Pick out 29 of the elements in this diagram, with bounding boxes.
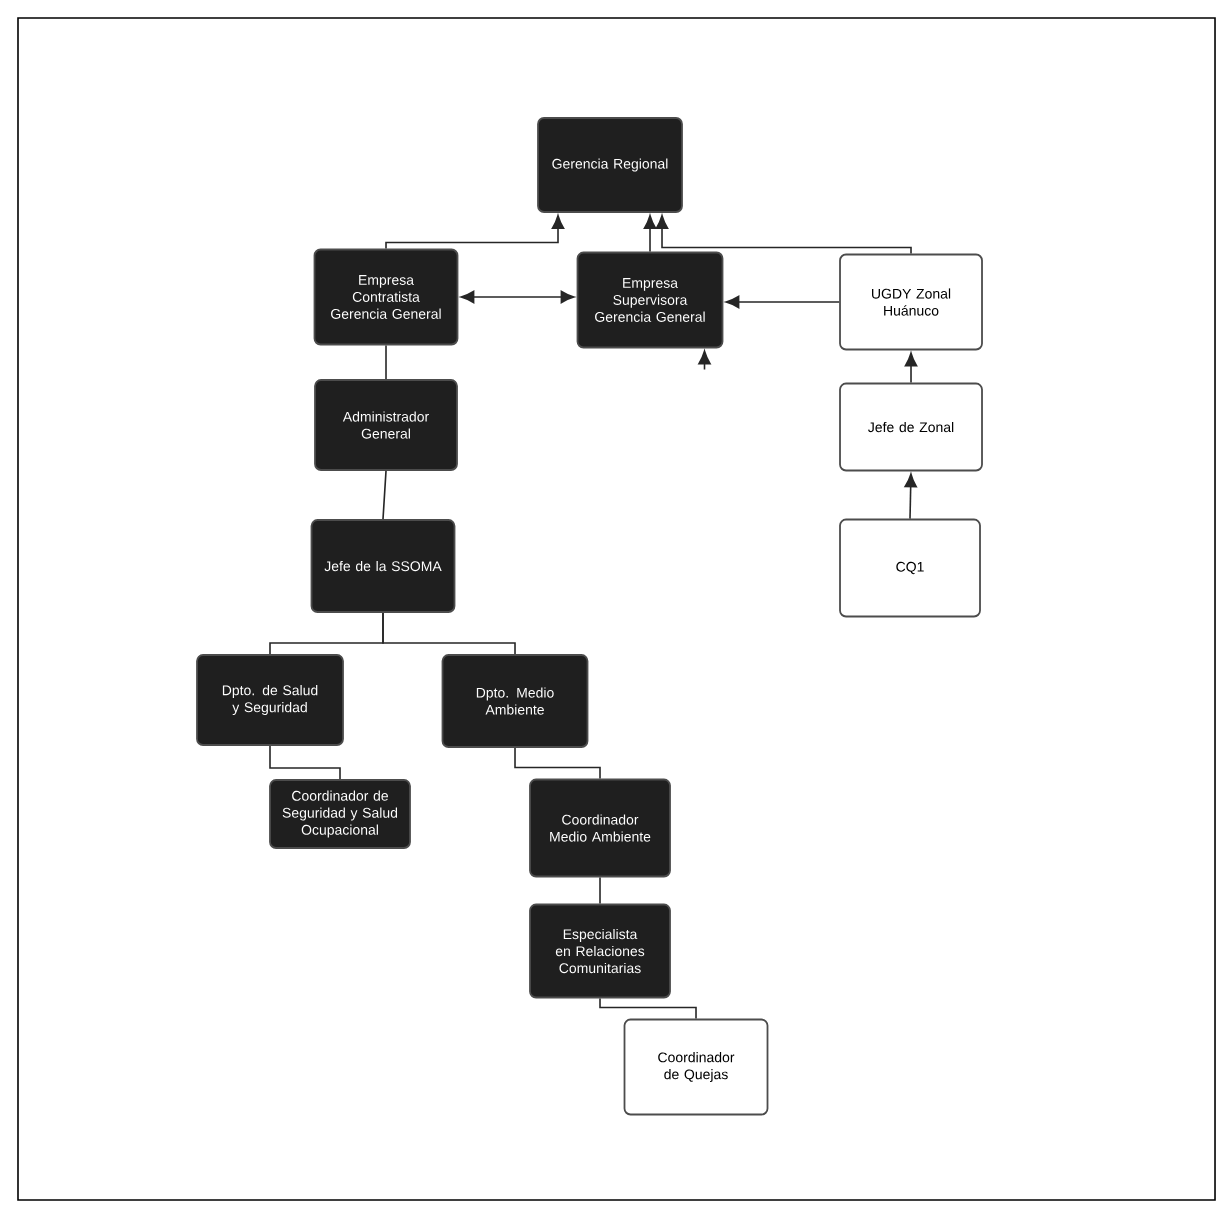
connector [599, 997, 697, 1020]
connector [904, 352, 918, 384]
org-box: Especialista en Relaciones Comunitarias [529, 903, 671, 999]
org-box: Jefe de Zonal [839, 382, 983, 472]
org-box: Coordinador de Seguridad y Salud Ocupacional [269, 779, 411, 849]
connector [382, 612, 516, 655]
connector [643, 214, 657, 253]
connector [460, 290, 575, 304]
connector [698, 350, 711, 371]
org-box: Administrador General [314, 379, 458, 471]
org-box: Dpto. Medio Ambiente [441, 654, 589, 748]
org-box: Gerencia Regional [537, 117, 683, 213]
connector [599, 876, 601, 905]
connector [514, 747, 601, 780]
connector [385, 344, 387, 380]
connector [725, 295, 840, 309]
org-box: UGDY Zonal Huánuco [839, 253, 983, 351]
connector [269, 745, 341, 780]
org-box: Coordinador Medio Ambiente [529, 778, 671, 878]
connector [655, 214, 912, 255]
org-box: Empresa Contratista Gerencia General [313, 248, 459, 346]
org-box: CQ1 [839, 518, 981, 618]
org-box: Empresa Supervisora Gerencia General [576, 251, 724, 349]
connector [904, 473, 917, 520]
connector [382, 470, 387, 520]
org-box: Dpto. de Salud y Seguridad [196, 654, 344, 746]
org-box: Coordinador de Quejas [623, 1018, 769, 1116]
org-box: Jefe de la SSOMA [310, 519, 456, 613]
connector [385, 214, 565, 250]
